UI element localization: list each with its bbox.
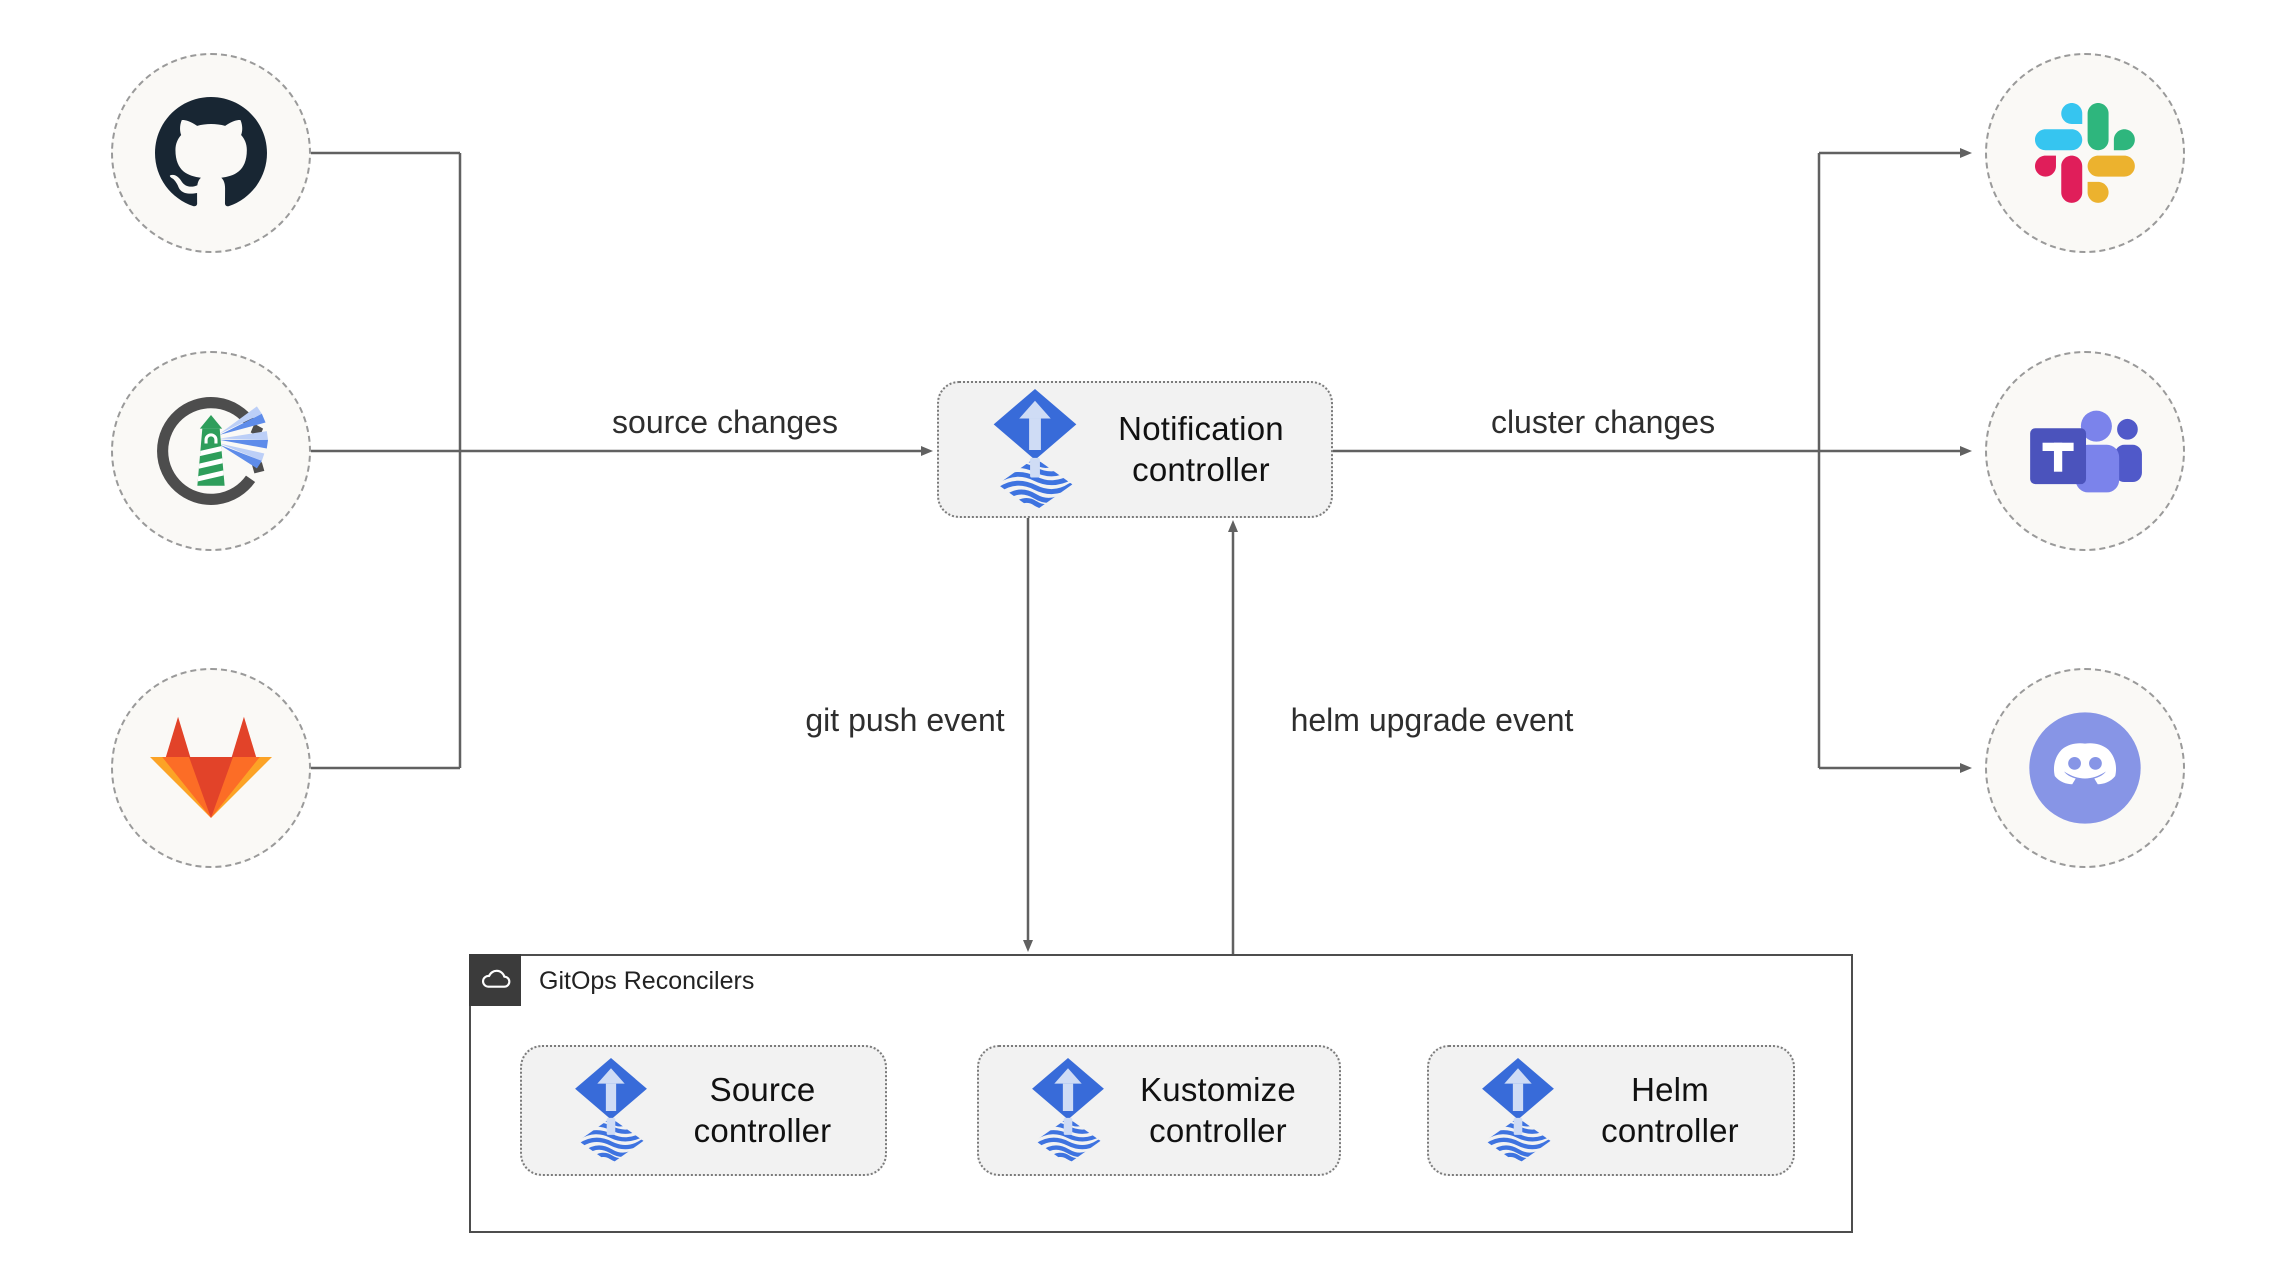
notification-controller-node: Notification controller xyxy=(937,381,1333,518)
gitops-title: GitOps Reconcilers xyxy=(539,967,755,995)
edge-label-source-changes: source changes xyxy=(612,404,838,440)
flux-icon xyxy=(568,1058,654,1164)
edge-label-helm-upgrade-event: helm upgrade event xyxy=(1290,702,1574,738)
harbor-icon xyxy=(157,397,269,505)
source-node-harbor xyxy=(111,351,311,551)
gitops-tag xyxy=(468,953,521,1006)
slack-icon xyxy=(2035,103,2135,203)
helm-controller-label: Helm controller xyxy=(1601,1071,1739,1149)
edge-label-cluster-changes: cluster changes xyxy=(1490,404,1716,440)
teams-icon xyxy=(2030,410,2142,493)
flux-icon xyxy=(1025,1058,1111,1164)
flux-icon xyxy=(1475,1058,1561,1164)
gitlab-icon xyxy=(150,716,272,819)
gitops-reconcilers-container: GitOps Reconcilers Source controller Kus… xyxy=(468,953,1853,1233)
cloud-icon xyxy=(481,969,510,988)
kustomize-controller-node: Kustomize controller xyxy=(977,1045,1341,1176)
discord-icon xyxy=(2029,712,2141,824)
source-node-github xyxy=(111,53,311,253)
target-node-teams xyxy=(1985,351,2185,551)
target-node-discord xyxy=(1985,668,2185,868)
source-controller-node: Source controller xyxy=(520,1045,887,1176)
flux-icon xyxy=(985,389,1085,511)
edge-label-git-push-event: git push event xyxy=(805,702,1005,738)
source-node-gitlab xyxy=(111,668,311,868)
target-node-slack xyxy=(1985,53,2185,253)
github-icon xyxy=(155,97,267,207)
source-controller-label: Source controller xyxy=(693,1071,832,1149)
helm-controller-node: Helm controller xyxy=(1427,1045,1795,1176)
kustomize-controller-label: Kustomize controller xyxy=(1140,1071,1296,1149)
notification-controller-label: Notification controller xyxy=(1118,410,1284,488)
